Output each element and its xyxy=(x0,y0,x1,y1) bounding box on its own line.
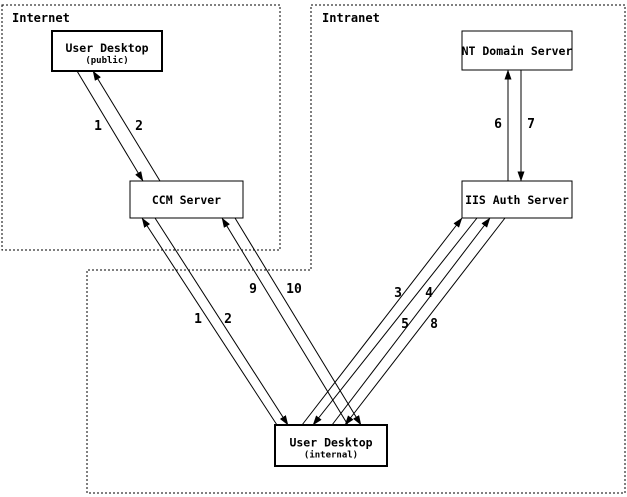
zone-intranet-border xyxy=(86,4,626,494)
flow-arrow-1-user-desktop-public-to-ccm-server xyxy=(76,70,144,182)
flow-number-label-6: 6 xyxy=(494,117,502,132)
flow-number-label-10: 10 xyxy=(286,282,302,297)
zone-intranet-label: Intranet xyxy=(322,11,380,25)
node-nt-domain-server-label: NT Domain Server xyxy=(462,44,573,58)
flow-number-label-4: 4 xyxy=(425,286,433,301)
zone-internet-label: Internet xyxy=(12,11,70,25)
flow-number-label-5: 5 xyxy=(401,317,409,332)
flow-arrow-9-user-desktop-internal-to-ccm-server xyxy=(221,217,349,426)
node-user-desktop-public-box xyxy=(51,30,163,72)
node-user-desktop-internal-sublabel: (internal) xyxy=(304,450,358,461)
flow-number-label-3: 3 xyxy=(394,286,402,301)
flow-arrow-3-user-desktop-internal-to-iis-auth-server xyxy=(301,217,463,426)
node-user-desktop-internal-box xyxy=(274,424,388,467)
node-ccm-server-box xyxy=(129,180,244,219)
flow-arrow-2-ccm-server-to-user-desktop-internal xyxy=(154,217,289,426)
flow-arrow-8-iis-auth-server-to-user-desktop-internal xyxy=(344,217,506,426)
flow-number-label-2: 2 xyxy=(135,119,143,134)
node-user-desktop-public-label: User Desktop xyxy=(65,41,148,55)
node-user-desktop-public-sublabel: (public) xyxy=(85,55,128,66)
flow-arrow-5-user-desktop-internal-to-iis-auth-server xyxy=(331,217,491,426)
flow-number-label-2: 2 xyxy=(224,312,232,327)
flow-arrow-2-ccm-server-to-user-desktop-public xyxy=(92,70,161,182)
node-user-desktop-internal-label: User Desktop xyxy=(289,436,372,450)
node-nt-domain-server-box xyxy=(461,30,573,71)
node-iis-auth-server-label: IIS Auth Server xyxy=(465,193,569,207)
node-ccm-server-label: CCM Server xyxy=(152,193,221,207)
flow-arrow-1-user-desktop-internal-to-ccm-server xyxy=(141,217,278,426)
node-iis-auth-server-box xyxy=(461,180,573,219)
flow-number-label-1: 1 xyxy=(94,119,102,134)
flow-arrow-4-iis-auth-server-to-user-desktop-internal xyxy=(312,217,478,426)
flow-number-label-8: 8 xyxy=(430,317,438,332)
flow-number-label-7: 7 xyxy=(527,117,535,132)
zone-internet-border xyxy=(1,4,281,251)
flow-number-label-1: 1 xyxy=(194,312,202,327)
flow-number-label-9: 9 xyxy=(249,282,257,297)
